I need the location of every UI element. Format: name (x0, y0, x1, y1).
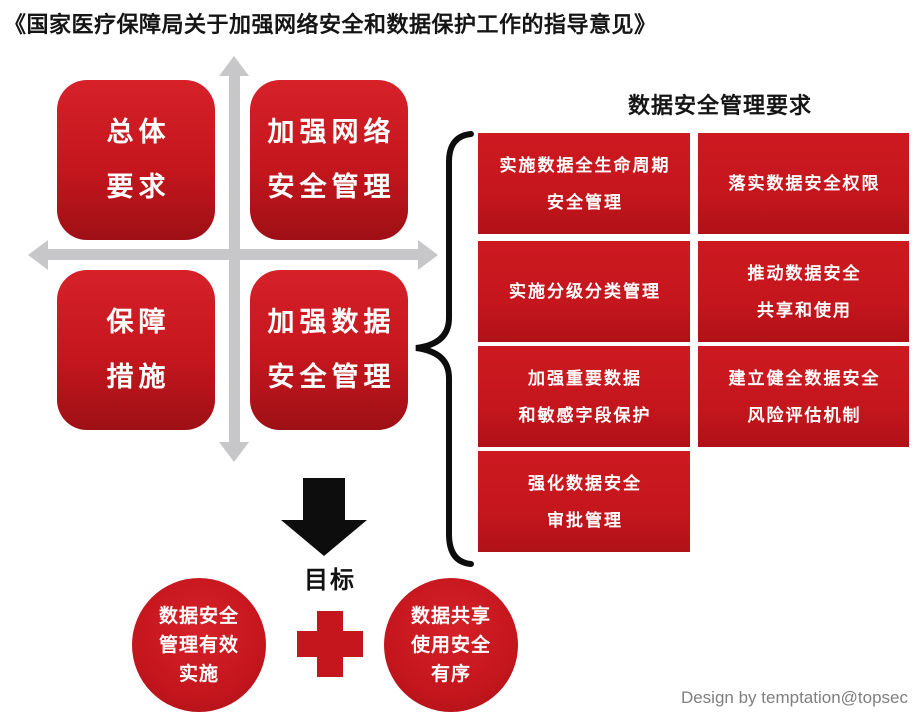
requirement-line: 加强重要数据 (528, 368, 642, 388)
goal-circle-effective-implementation: 数据安全 管理有效 实施 (132, 578, 266, 712)
requirement-line: 推动数据安全 (747, 263, 862, 283)
quadrant-box-line: 总体 (106, 117, 171, 147)
requirement-box-sharing: 推动数据安全 共享和使用 (698, 241, 909, 342)
requirement-line: 强化数据安全 (528, 473, 642, 493)
quadrant-box-line: 保障 (106, 307, 171, 337)
page-title: 《国家医疗保障局关于加强网络安全和数据保护工作的指导意见》 (4, 12, 657, 37)
goal-circle-line: 管理有效 (158, 634, 239, 656)
requirement-line: 和敏感字段保护 (518, 405, 652, 425)
quadrant-box-line: 加强网络 (267, 117, 396, 147)
goal-circle-line: 数据安全 (158, 605, 239, 627)
requirement-box-sensitive-fields: 加强重要数据 和敏感字段保护 (478, 346, 690, 447)
goal-label: 目标 (304, 567, 356, 594)
curly-brace-icon (415, 131, 474, 567)
axis-arrow-up-icon (219, 56, 249, 76)
requirement-line: 共享和使用 (757, 300, 852, 320)
axis-arrow-left-icon (28, 240, 48, 270)
requirement-line: 审批管理 (547, 510, 623, 530)
quadrant-box-line: 要求 (106, 172, 171, 202)
goal-circle-line: 有序 (430, 663, 471, 685)
requirement-box-lifecycle: 实施数据全生命周期 安全管理 (478, 133, 690, 234)
requirement-box-permissions: 落实数据安全权限 (698, 133, 909, 234)
down-arrow-head-icon (281, 520, 367, 556)
quadrant-box-overall-requirements: 总体 要求 (57, 80, 215, 240)
requirement-box-classification: 实施分级分类管理 (478, 241, 690, 342)
down-arrow-icon (303, 478, 345, 522)
goal-circle-line: 数据共享 (410, 605, 491, 627)
horizontal-axis (46, 249, 418, 260)
quadrant-box-line: 安全管理 (267, 172, 396, 202)
requirement-box-approval: 强化数据安全 审批管理 (478, 451, 690, 552)
plus-icon (297, 611, 363, 677)
requirement-box-risk-assessment: 建立健全数据安全 风险评估机制 (698, 346, 909, 447)
requirement-line: 实施分级分类管理 (509, 282, 661, 301)
requirement-line: 安全管理 (547, 192, 623, 212)
quadrant-box-line: 加强数据 (267, 307, 396, 337)
quadrant-box-data-security: 加强数据 安全管理 (250, 270, 408, 430)
goal-circle-line: 使用安全 (410, 634, 491, 656)
axis-arrow-right-icon (418, 240, 438, 270)
requirements-header: 数据安全管理要求 (627, 93, 812, 118)
requirement-line: 风险评估机制 (747, 405, 862, 425)
design-credit: Design by temptation@topsec (680, 688, 908, 707)
quadrant-box-line: 安全管理 (267, 362, 396, 392)
quadrant-box-network-security: 加强网络 安全管理 (250, 80, 408, 240)
quadrant-box-line: 措施 (106, 362, 171, 392)
goal-circle-line: 实施 (178, 663, 219, 685)
goal-circle-orderly-sharing: 数据共享 使用安全 有序 (384, 578, 518, 712)
quadrant-box-safeguard-measures: 保障 措施 (57, 270, 215, 430)
requirement-line: 落实数据安全权限 (728, 174, 881, 193)
requirement-line: 实施数据全生命周期 (499, 155, 671, 175)
axis-arrow-down-icon (219, 442, 249, 462)
requirement-line: 建立健全数据安全 (728, 368, 881, 388)
